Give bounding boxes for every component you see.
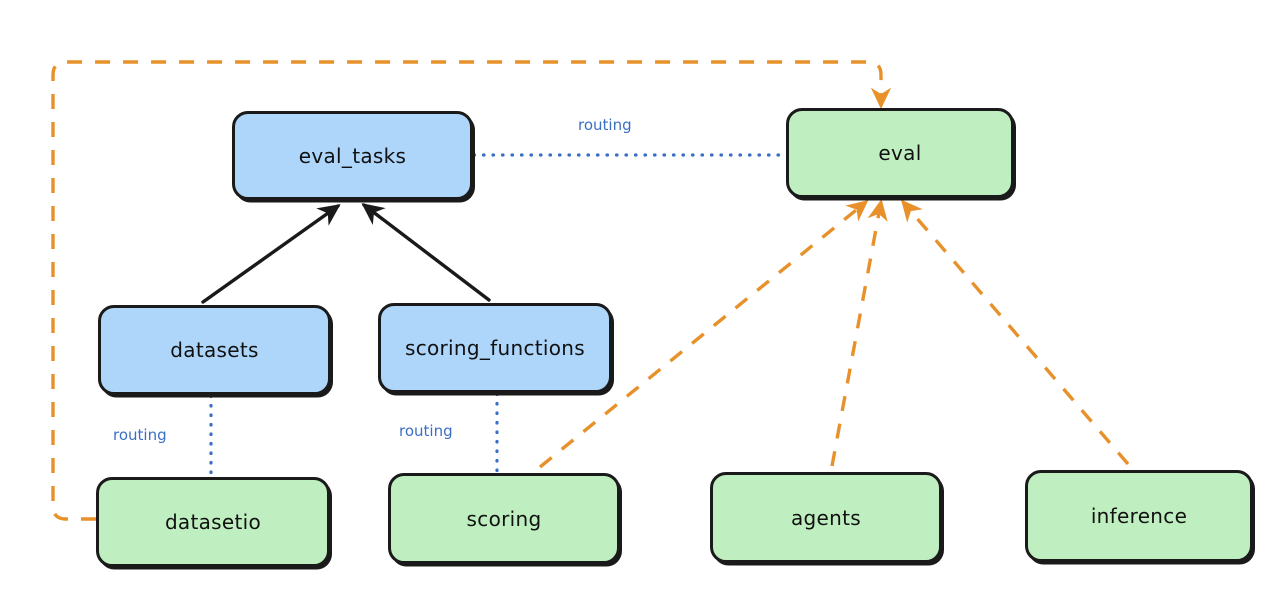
node-datasetio[interactable]: datasetio bbox=[96, 477, 330, 567]
node-label: datasetio bbox=[164, 510, 262, 534]
edge-label-routing-eval: routing bbox=[578, 116, 632, 134]
node-inference[interactable]: inference bbox=[1025, 470, 1253, 562]
edge-scoring_functions-eval_tasks bbox=[361, 203, 491, 302]
node-agents[interactable]: agents bbox=[710, 472, 942, 563]
node-eval[interactable]: eval bbox=[786, 108, 1014, 198]
edge-inference-eval bbox=[901, 199, 1130, 466]
node-label: scoring bbox=[466, 506, 542, 531]
node-scoring[interactable]: scoring bbox=[388, 473, 620, 564]
edge-scoring-eval bbox=[538, 200, 869, 469]
node-eval-tasks[interactable]: eval_tasks bbox=[232, 111, 473, 200]
node-label: inference bbox=[1090, 504, 1188, 528]
node-datasets[interactable]: datasets bbox=[98, 305, 331, 395]
node-label: agents bbox=[791, 505, 861, 530]
edge-agents-eval bbox=[830, 198, 888, 467]
edge-datasets-eval_tasks bbox=[201, 204, 341, 304]
node-label: eval bbox=[878, 141, 922, 165]
edge-label-routing-datasetio: routing bbox=[113, 426, 167, 444]
edge-label-routing-scoring: routing bbox=[399, 422, 453, 440]
node-label: eval_tasks bbox=[298, 143, 407, 168]
edge-datasetio-eval bbox=[51, 60, 892, 521]
node-label: datasets bbox=[170, 338, 259, 362]
node-label: scoring_functions bbox=[404, 336, 586, 360]
node-scoring-functions[interactable]: scoring_functions bbox=[378, 303, 612, 393]
